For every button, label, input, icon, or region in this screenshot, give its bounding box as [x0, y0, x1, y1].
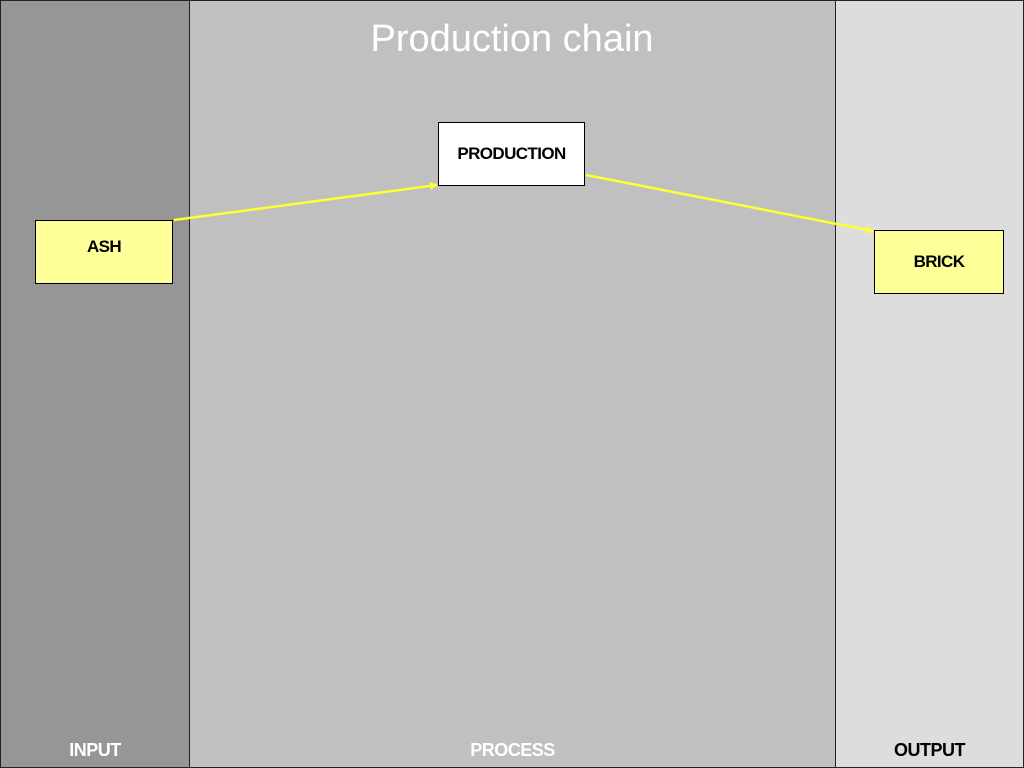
process-lane: PROCESS	[189, 0, 836, 768]
process-lane-label: PROCESS	[470, 740, 555, 760]
ash-node-label: ASH	[86, 237, 122, 256]
production-node-label: PRODUCTION	[457, 144, 566, 163]
output-lane-label: OUTPUT	[894, 740, 966, 760]
production-node: PRODUCTION	[438, 122, 585, 186]
output-lane: OUTPUT	[835, 0, 1024, 768]
ash-node: ASH	[35, 220, 173, 284]
input-lane: INPUT	[0, 0, 190, 768]
slide-title: Production chain	[370, 18, 654, 60]
input-lane-label: INPUT	[69, 740, 121, 760]
brick-node-label: BRICK	[913, 252, 965, 271]
brick-node: BRICK	[874, 230, 1004, 294]
